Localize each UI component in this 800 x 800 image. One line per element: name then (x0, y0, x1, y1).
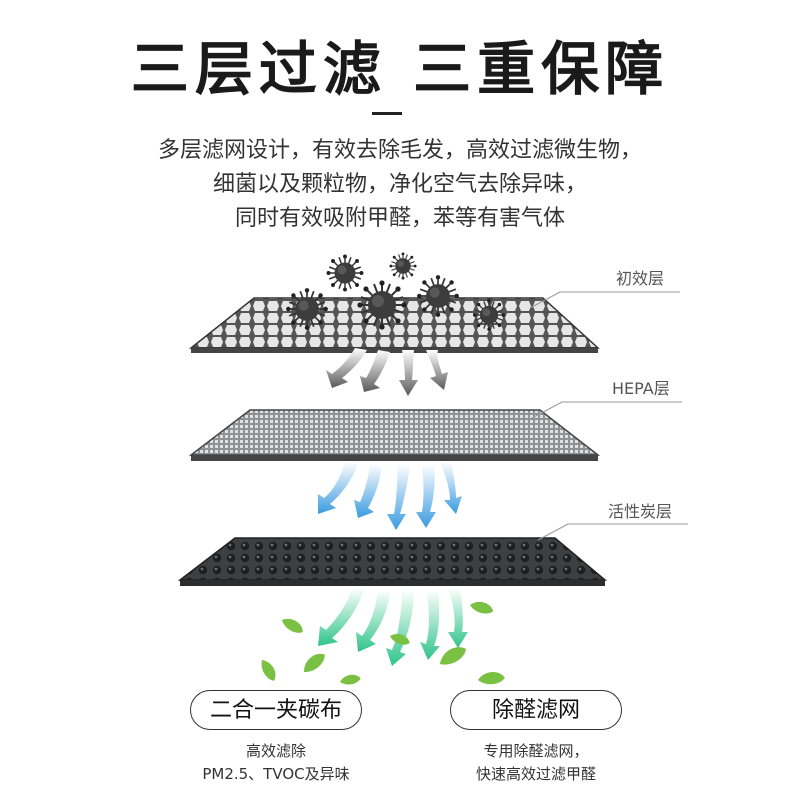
caption-line: 专用除醛滤网， (483, 742, 589, 760)
page-title: 三层过滤 三重保障 (130, 35, 670, 103)
description-line: 同时有效吸附甲醛，苯等有害气体 (234, 206, 565, 231)
feature-pill-carbon-cloth: 二合一夹碳布 (190, 690, 362, 730)
description-line: 多层滤网设计，有效去除毛发，高效过滤微生物， (157, 138, 642, 163)
carbon-layer (177, 537, 608, 586)
airflow-arrows-blue (318, 462, 462, 530)
feature-pill-formaldehyde-filter: 除醛滤网 (450, 690, 622, 730)
label-leader-lines (529, 291, 688, 541)
title-divider (372, 112, 402, 115)
airflow-arrows-green (318, 588, 468, 666)
description: 多层滤网设计，有效去除毛发，高效过滤微生物， 细菌以及颗粒物，净化空气去除异味，… (0, 134, 800, 236)
caption-line: 快速高效过滤甲醛 (475, 765, 596, 783)
layer-label-hepa: HEPA层 (612, 379, 670, 398)
description-line: 细菌以及颗粒物，净化空气去除异味， (212, 172, 587, 197)
feature-caption-carbon-cloth: 高效滤除 PM2.5、TVOC及异味 (176, 740, 376, 786)
layer-label-pre-filter: 初效层 (616, 269, 665, 288)
hepa-layer (188, 409, 601, 461)
layer-label-carbon: 活性炭层 (608, 502, 673, 521)
airflow-arrows-gray (326, 348, 448, 396)
feature-caption-formaldehyde-filter: 专用除醛滤网， 快速高效过滤甲醛 (436, 740, 636, 786)
caption-line: PM2.5、TVOC及异味 (202, 765, 350, 783)
caption-line: 高效滤除 (245, 742, 306, 760)
